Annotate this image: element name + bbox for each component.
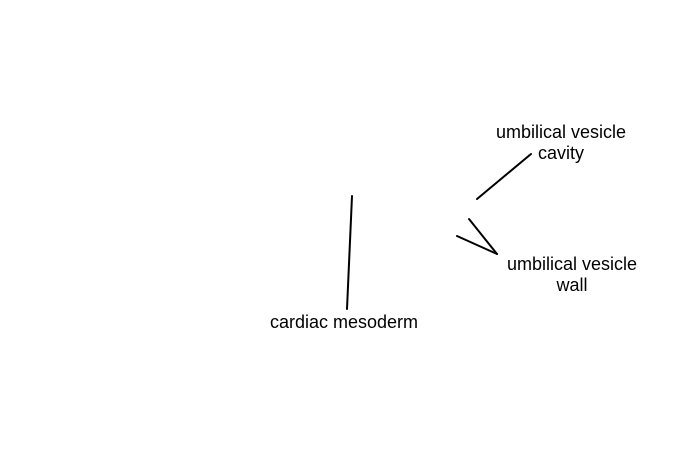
label-umbilical-vesicle-cavity: umbilical vesicle cavity bbox=[476, 122, 646, 164]
label-line: umbilical vesicle bbox=[506, 254, 638, 274]
label-line: umbilical vesicle bbox=[495, 122, 627, 142]
label-line: cavity bbox=[537, 143, 584, 163]
leader-line-cardiac-mesoderm bbox=[346, 195, 353, 310]
label-line: cardiac mesoderm bbox=[269, 312, 419, 332]
leader-line-umbilical-vesicle-cavity bbox=[476, 153, 532, 200]
leader-line-umbilical-vesicle-wall-lower bbox=[456, 235, 498, 255]
label-cardiac-mesoderm: cardiac mesoderm bbox=[254, 312, 434, 333]
label-line: wall bbox=[556, 275, 588, 295]
label-umbilical-vesicle-wall: umbilical vesicle wall bbox=[487, 254, 657, 296]
leader-line-umbilical-vesicle-wall-upper bbox=[468, 218, 498, 255]
